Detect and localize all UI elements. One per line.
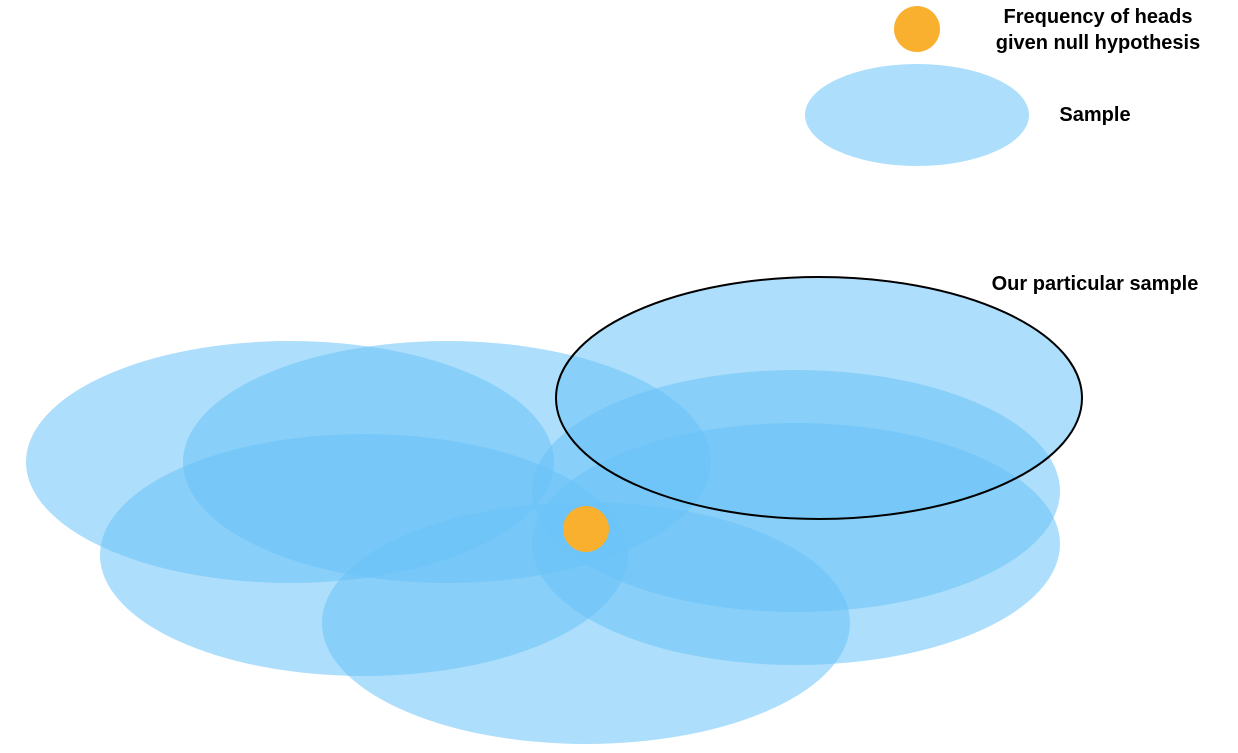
legend-null-hypothesis-label: Frequency of heads given null hypothesis (968, 4, 1228, 56)
particular-sample-ellipse (555, 276, 1083, 520)
legend-null-hypothesis-label-line1: Frequency of heads (1003, 6, 1193, 28)
legend-sample-label: Sample (1059, 104, 1131, 126)
legend-sample-ellipse-icon (805, 64, 1029, 166)
null-hypothesis-point-icon (563, 506, 609, 552)
particular-sample-label: Our particular sample (991, 273, 1199, 295)
legend-null-hypothesis-label-line2: given null hypothesis (995, 32, 1201, 54)
legend-null-hypothesis-dot-icon (894, 6, 940, 52)
